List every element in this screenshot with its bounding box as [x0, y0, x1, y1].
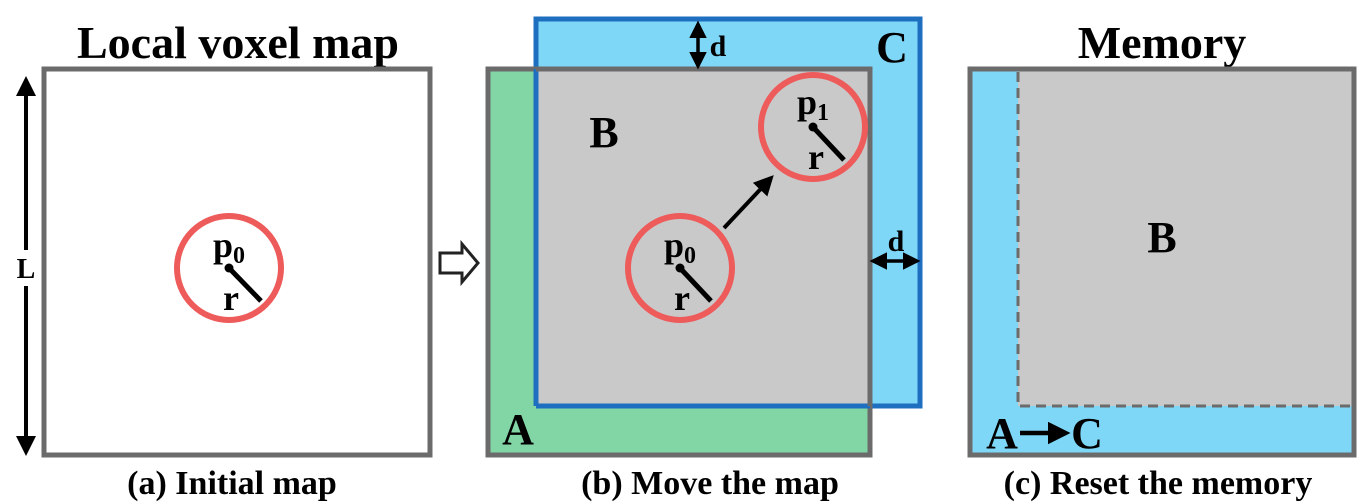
panel-a-caption: (a) Initial map	[127, 465, 337, 502]
radius-label: r	[223, 278, 239, 318]
memory-region-b-label: B	[1147, 213, 1176, 262]
panel-b: B A C d d p0 r p1 r (b) Move the map	[485, 16, 923, 502]
region-a-label: A	[502, 405, 534, 454]
panel-a: Local voxel map L p0 r (a) Initial map	[12, 17, 433, 502]
end-label-p1: p1	[797, 82, 829, 126]
range-circle-p0-moved	[625, 213, 735, 323]
center-label-p0: p0	[213, 225, 245, 269]
region-c-label: C	[876, 23, 908, 72]
transition-arrow-icon	[438, 239, 480, 287]
offset-label-top: d	[710, 30, 727, 63]
range-circle-p1	[758, 72, 868, 182]
memory-kept-region-b	[1018, 71, 1352, 406]
radius-label-end: r	[808, 137, 824, 177]
local-map-square	[41, 66, 433, 458]
panel-b-caption: (b) Move the map	[581, 465, 839, 502]
motion-arrow	[722, 175, 774, 230]
radius-line	[227, 266, 263, 303]
range-circle-p0	[174, 213, 284, 323]
reset-from-label: A	[986, 409, 1018, 458]
panel-c-title: Memory	[1078, 17, 1247, 68]
reset-to-label: C	[1071, 409, 1103, 458]
region-b-label: B	[589, 108, 618, 157]
start-label-p0: p0	[664, 225, 696, 269]
side-length-label: L	[17, 254, 36, 285]
radius-label-start: r	[674, 278, 690, 318]
panel-c-caption: (c) Reset the memory	[1004, 465, 1313, 502]
panel-a-title: Local voxel map	[77, 17, 399, 68]
offset-label-right: d	[888, 225, 905, 258]
panel-c: Memory B A C (c) Reset the memory	[967, 17, 1357, 502]
